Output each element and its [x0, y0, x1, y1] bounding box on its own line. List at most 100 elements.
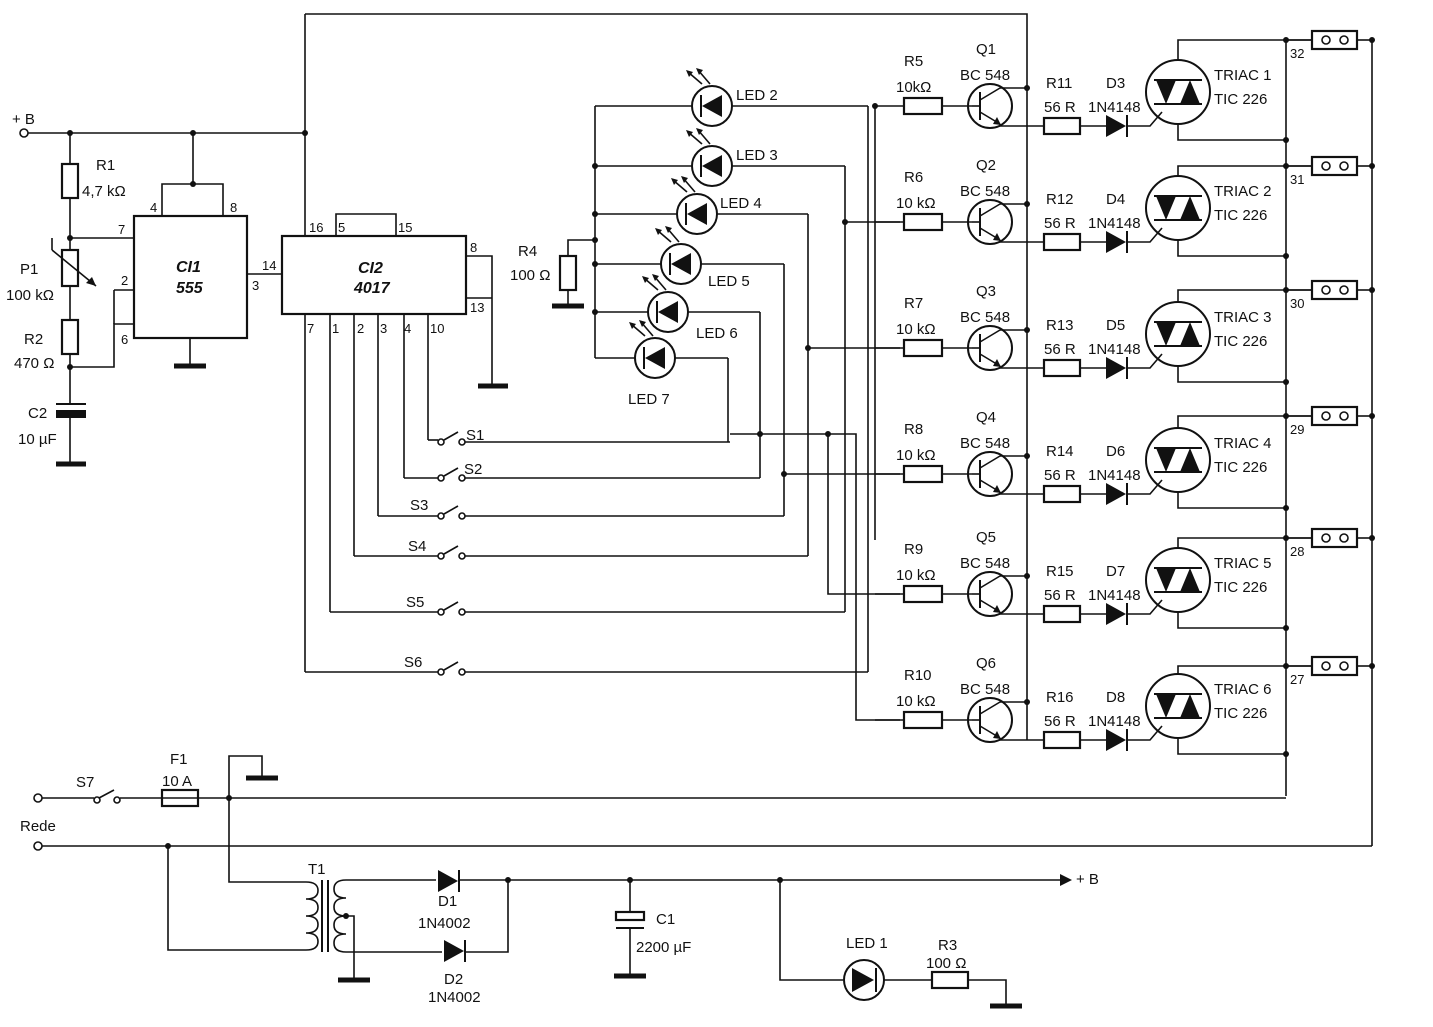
switch-s5: S5 [330, 594, 845, 616]
c1-value: 2200 µF [636, 939, 691, 956]
triac-part: TIC 226 [1214, 459, 1267, 476]
r4-label: R4 [518, 243, 537, 260]
timer-section: + B R1 4,7 kΩ P1 100 kΩ R2 470 Ω C2 10 µ… [6, 111, 308, 467]
gate-resistor [1042, 604, 1082, 624]
c1-capacitor [614, 910, 646, 922]
base-resistor [902, 338, 944, 358]
diode-part: 1N4148 [1088, 341, 1141, 358]
p1-value: 100 kΩ [6, 287, 54, 304]
r4-resistor [558, 254, 578, 292]
base-resistor-value: 10 kΩ [896, 195, 936, 212]
base-resistor-value: 10 kΩ [896, 321, 936, 338]
t1-label: T1 [308, 861, 326, 878]
d2-part: 1N4002 [428, 989, 481, 1006]
svg-text:15: 15 [398, 220, 412, 235]
gate-diode [1106, 729, 1126, 751]
led-7-label: LED 7 [628, 391, 670, 408]
npn-transistor [967, 451, 1013, 497]
led-4-label: LED 4 [720, 195, 762, 212]
svg-text:3: 3 [252, 278, 259, 293]
ic1-part: 555 [176, 280, 204, 297]
r2-label: R2 [24, 331, 43, 348]
switch-s4: S4 [354, 538, 808, 560]
svg-text:13: 13 [470, 300, 484, 315]
svg-text:S5: S5 [406, 594, 424, 611]
gate-resistor-label: R11 [1046, 75, 1072, 92]
svg-text:4: 4 [404, 321, 411, 336]
diode-part: 1N4148 [1088, 467, 1141, 484]
transistor-label: Q2 [976, 157, 996, 174]
transistor-part: BC 548 [960, 435, 1010, 452]
r3-resistor [930, 970, 970, 990]
gate-diode [1106, 231, 1126, 253]
gate-resistor-value: 56 R [1044, 713, 1076, 730]
svg-text:1: 1 [332, 321, 339, 336]
terminal-number: 30 [1290, 296, 1304, 311]
npn-transistor [967, 571, 1013, 617]
led-2-label: LED 2 [736, 87, 778, 104]
led-5: LED 5 [595, 226, 784, 290]
terminal-number: 32 [1290, 46, 1304, 61]
output-terminal [1310, 29, 1359, 51]
gate-resistor-value: 56 R [1044, 99, 1076, 116]
transistor-label: Q6 [976, 655, 996, 672]
r2-value: 470 Ω [14, 355, 54, 372]
transistor-part: BC 548 [960, 681, 1010, 698]
svg-text:2: 2 [121, 273, 128, 288]
f1-value: 10 A [162, 773, 192, 790]
svg-text:S3: S3 [410, 497, 428, 514]
transistor-label: Q5 [976, 529, 996, 546]
ic2-name: CI2 [358, 260, 383, 277]
transistor-label: Q3 [976, 283, 996, 300]
f1-label: F1 [170, 751, 188, 768]
base-resistor [902, 710, 944, 730]
p1-potentiometer [60, 248, 80, 288]
triac-part: TIC 226 [1214, 579, 1267, 596]
gate-diode [1106, 115, 1126, 137]
switch-s2: S2 [404, 461, 760, 482]
supply-plus-label: + B [12, 111, 35, 128]
diode-part: 1N4148 [1088, 587, 1141, 604]
diode-label: D8 [1106, 689, 1125, 706]
r2-resistor [60, 318, 80, 356]
ic1-name: CI1 [176, 259, 201, 276]
base-resistor [902, 212, 944, 232]
gate-resistor-label: R12 [1046, 191, 1074, 208]
p1-label: P1 [20, 261, 38, 278]
gate-resistor-value: 56 R [1044, 215, 1076, 232]
gate-resistor [1042, 358, 1082, 378]
base-resistor [902, 464, 944, 484]
gate-resistor [1042, 730, 1082, 750]
r3-label: R3 [938, 937, 957, 954]
power-supply: Rede S7 F1 10 A T1 D1 1N4002 + B [20, 751, 1372, 1009]
svg-text:7: 7 [118, 222, 125, 237]
base-resistor-label: R8 [904, 421, 923, 438]
svg-text:3: 3 [380, 321, 387, 336]
mains-terminal-1 [33, 793, 43, 803]
triac-label: TRIAC 4 [1214, 435, 1272, 452]
base-resistor-value: 10kΩ [896, 79, 931, 96]
transistor-part: BC 548 [960, 555, 1010, 572]
svg-text:4: 4 [150, 200, 157, 215]
c2-capacitor [56, 410, 86, 418]
transistor-part: BC 548 [960, 183, 1010, 200]
switch-s1: S1 [428, 427, 730, 446]
svg-text:6: 6 [121, 332, 128, 347]
r1-resistor [60, 162, 80, 200]
output-terminal [1310, 155, 1359, 177]
ic1-555 [132, 214, 249, 340]
gate-resistor-label: R15 [1046, 563, 1074, 580]
transistor-part: BC 548 [960, 309, 1010, 326]
svg-text:8: 8 [470, 240, 477, 255]
diode-part: 1N4148 [1088, 215, 1141, 232]
d2-label: D2 [444, 971, 463, 988]
terminal-number: 29 [1290, 422, 1304, 437]
triac-label: TRIAC 6 [1214, 681, 1272, 698]
